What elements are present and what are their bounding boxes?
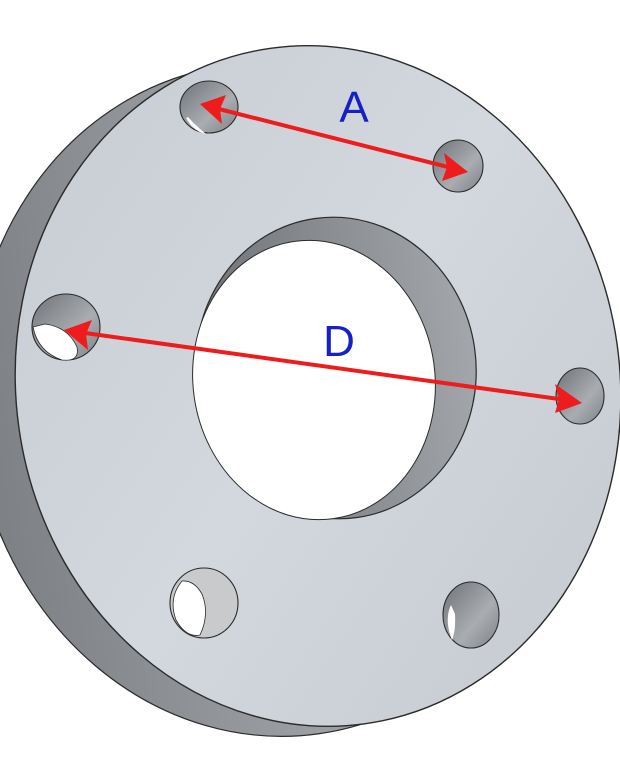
label-a: A xyxy=(339,83,369,132)
bolt-hole-right xyxy=(555,367,605,425)
bolt-hole-bottom-left xyxy=(169,567,239,639)
dimension-d-arrow xyxy=(64,320,582,413)
label-d: D xyxy=(323,317,355,366)
dimension-a-arrow xyxy=(200,95,468,181)
bolt-hole-left xyxy=(31,293,101,361)
bolt-hole-bottom-right xyxy=(442,581,500,649)
